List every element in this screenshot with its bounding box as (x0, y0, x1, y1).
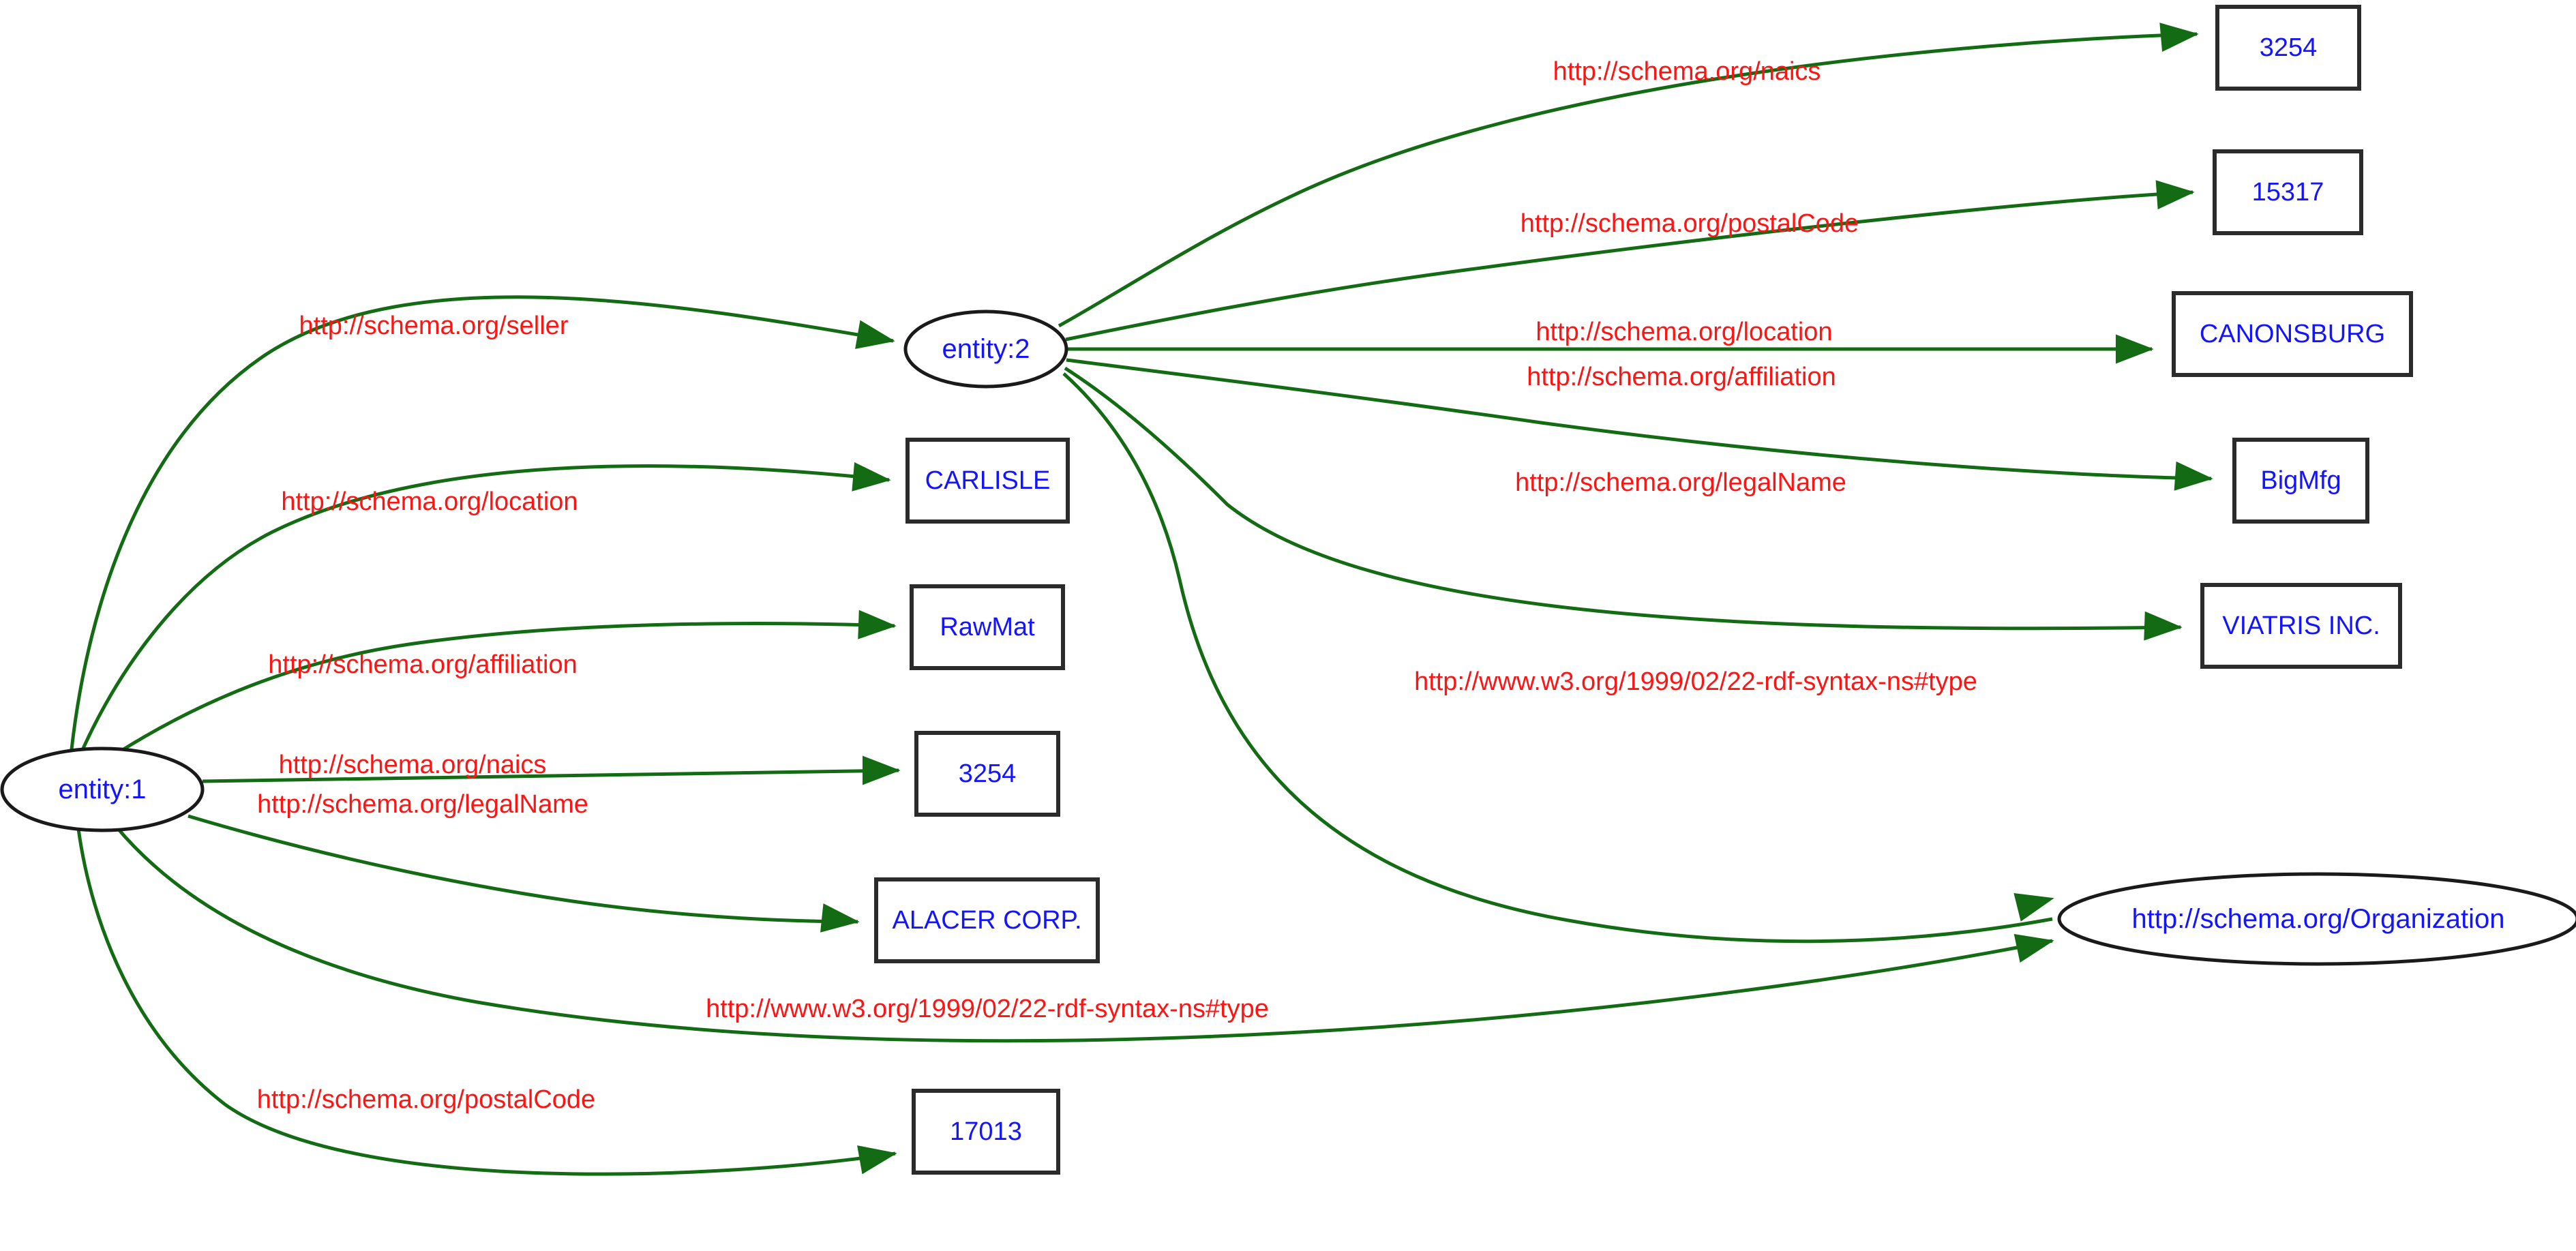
edge-label-e2-naics: http://schema.org/naics (1553, 57, 1821, 86)
node-label-carlisle: CARLISLE (925, 466, 1051, 495)
arrowhead-e2-postalcode (2155, 180, 2195, 210)
node-shape-box-viatris (2200, 583, 2402, 669)
edge-e1-type[interactable] (115, 825, 2053, 1043)
edge-label-e1-affiliation: http://schema.org/affiliation (268, 650, 577, 679)
node-shape-ellipse-entity2 (903, 310, 1068, 389)
edge-e1-location[interactable] (80, 464, 890, 753)
edge-e1-naics[interactable] (202, 768, 899, 783)
node-label-viatris: VIATRIS INC. (2222, 612, 2380, 640)
edge-label-e1-seller: http://schema.org/seller (299, 312, 569, 340)
node-label-rawmat: RawMat (940, 613, 1035, 642)
arrowhead-e2-affiliation (2174, 461, 2213, 491)
edge-label-e1-location: http://schema.org/location (281, 487, 578, 516)
node-label-canonsburg: CANONSBURG (2200, 320, 2385, 348)
node-label-naics2: 3254 (2260, 33, 2318, 62)
node-label-postal2: 15317 (2252, 178, 2324, 207)
node-shape-box-carlisle (905, 438, 1070, 524)
node-shape-box-rawmat (910, 584, 1065, 670)
arrowhead-e2-legalname (2144, 611, 2183, 641)
node-naics2[interactable]: 3254 (2215, 5, 2361, 91)
node-shape-box-canonsburg (2172, 291, 2413, 377)
edge-label-e1-postalcode: http://schema.org/postalCode (257, 1085, 595, 1114)
node-shape-box-naics1 (914, 731, 1060, 817)
node-postal2[interactable]: 15317 (2213, 149, 2363, 235)
node-label-alacer: ALACER CORP. (892, 906, 1081, 935)
node-naics1[interactable]: 3254 (914, 731, 1060, 817)
edge-e2-legalname[interactable] (1064, 366, 2181, 631)
node-label-entity1: entity:1 (59, 774, 147, 804)
node-shape-ellipse-organization (2057, 872, 2576, 966)
edge-label-e2-affiliation: http://schema.org/affiliation (1527, 363, 1836, 391)
arrowheads-layer (820, 22, 2213, 1175)
node-canonsburg[interactable]: CANONSBURG (2172, 291, 2413, 377)
node-shape-box-postal2 (2213, 149, 2363, 235)
node-postal1[interactable]: 17013 (912, 1089, 1060, 1175)
edge-e1-seller[interactable] (70, 295, 894, 750)
edge-label-e1-naics: http://schema.org/naics (279, 751, 547, 779)
arrowhead-e1-seller (855, 320, 895, 349)
node-viatris[interactable]: VIATRIS INC. (2200, 583, 2402, 669)
node-shape-box-bigmfg (2232, 438, 2369, 524)
nodes-layer: entity:1 entity:2 http://schema.org/Organi… (0, 5, 2576, 1175)
node-alacer[interactable]: ALACER CORP. (874, 877, 1100, 963)
node-carlisle[interactable]: CARLISLE (905, 438, 1070, 524)
edge-e1-affiliation[interactable] (115, 622, 895, 756)
edge-e2-affiliation[interactable] (1066, 358, 2212, 481)
node-label-entity2: entity:2 (942, 334, 1030, 364)
edge-e2-naics[interactable] (1058, 32, 2198, 328)
edge-labels-layer: http://schema.org/seller http://schema.or… (257, 57, 1977, 1114)
arrowhead-e1-type (2013, 934, 2054, 963)
edge-e1-postalcode[interactable] (76, 828, 896, 1176)
edges-layer (70, 32, 2212, 1176)
edge-e2-type[interactable] (1062, 372, 2053, 944)
node-entity2[interactable]: entity:2 (903, 310, 1068, 389)
arrowhead-e1-legalname (820, 903, 860, 933)
edge-e2-postalcode[interactable] (1065, 190, 2193, 342)
arrowhead-e2-naics (2159, 22, 2199, 52)
node-label-postal1: 17013 (950, 1117, 1022, 1146)
node-bigmfg[interactable]: BigMfg (2232, 438, 2369, 524)
edge-label-e2-type: http://www.w3.org/1999/02/22-rdf-syntax-… (1414, 667, 1977, 696)
node-shape-box-naics2 (2215, 5, 2361, 91)
arrowhead-e2-location (2116, 334, 2154, 364)
edge-label-e2-postalcode: http://schema.org/postalCode (1521, 209, 1859, 238)
node-organization[interactable]: http://schema.org/Organization (2057, 872, 2576, 966)
arrowhead-e1-naics (863, 755, 901, 785)
edge-label-e1-legalname: http://schema.org/legalName (257, 790, 588, 819)
node-shape-ellipse-entity1 (0, 747, 205, 832)
arrowhead-e1-postalcode (857, 1145, 897, 1175)
node-label-organization: http://schema.org/Organization (2132, 904, 2505, 934)
node-shape-box-postal1 (912, 1089, 1060, 1175)
edge-label-e2-location: http://schema.org/location (1536, 318, 1832, 346)
arrowhead-e2-type (2013, 893, 2054, 922)
arrowhead-e1-affiliation (858, 609, 897, 639)
node-label-naics1: 3254 (959, 759, 1017, 788)
arrowhead-e1-location (852, 462, 891, 492)
node-rawmat[interactable]: RawMat (910, 584, 1065, 670)
edge-label-e2-legalname: http://schema.org/legalName (1515, 468, 1846, 497)
edge-e1-legalname[interactable] (188, 814, 858, 924)
edge-label-e1-type: http://www.w3.org/1999/02/22-rdf-syntax-… (706, 995, 1269, 1023)
node-shape-box-alacer (874, 877, 1100, 963)
node-entity1[interactable]: entity:1 (0, 747, 205, 832)
node-label-bigmfg: BigMfg (2260, 466, 2341, 495)
